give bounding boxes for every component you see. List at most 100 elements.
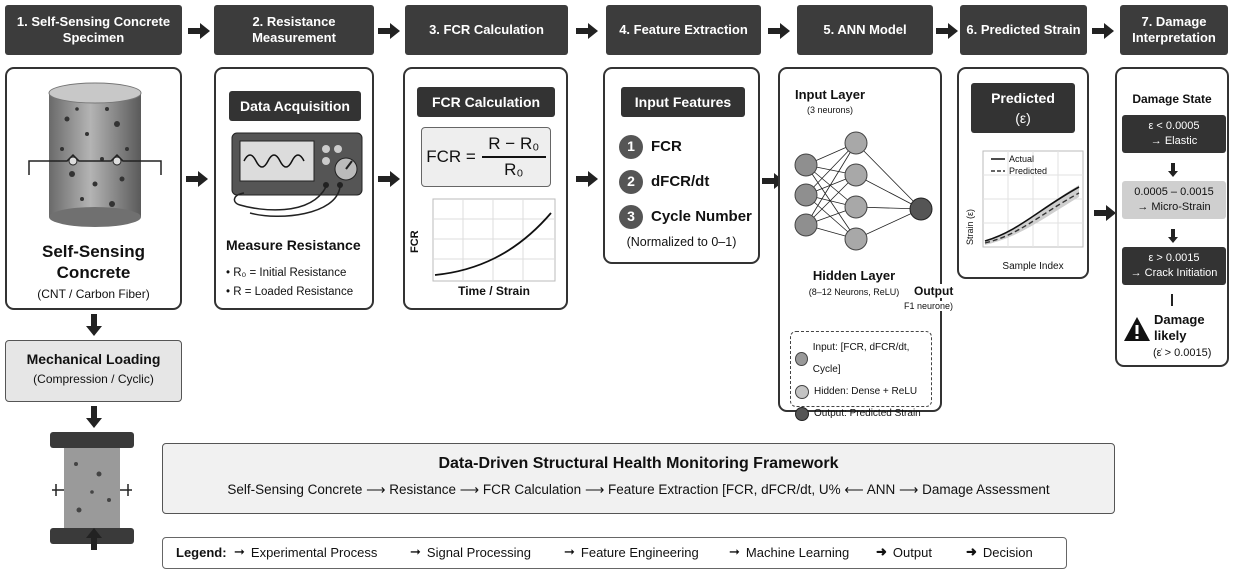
damage-state-crack: ε > 0.0015 → Crack Initiation — [1122, 247, 1226, 285]
arrow-down-icon — [86, 314, 102, 336]
fcr-chart-xlabel: Time / Strain — [458, 284, 530, 298]
legend-item-text: Feature Engineering — [580, 544, 699, 560]
connector-line — [1171, 294, 1173, 306]
ann-hidden-layer-sub: (8–12 Neurons, ReLU) — [808, 287, 900, 297]
arrow-right-icon — [768, 23, 790, 39]
arrow-right-icon: ➜ — [876, 544, 887, 559]
framework-box: Data-Driven Structural Health Monitoring… — [162, 443, 1115, 514]
compression-test-icon — [50, 432, 134, 544]
predicted-ylabel: Strain (ε) — [965, 208, 975, 245]
measure-resistance-heading: Measure Resistance — [226, 237, 361, 253]
predicted-strain-chart — [982, 150, 1084, 248]
damage-warning-condition: (ε̇ > 0.0015) — [1153, 347, 1212, 359]
step-7-header: 7. Damage Interpretation — [1120, 5, 1228, 55]
damage-state-elastic: ε < 0.0005 → Elastic — [1122, 115, 1226, 153]
fcr-formula-numerator: R − R₀ — [488, 134, 540, 154]
legend-item-decision: ➜ Decision — [966, 539, 1033, 565]
ann-legend-input: Input: [FCR, dFCR/dt, Cycle] — [795, 337, 927, 381]
legend-item-output: ➜ Output — [876, 539, 932, 565]
fcr-panel-title: FCR Calculation — [417, 87, 555, 117]
damage-state-micro: 0.0005 – 0.0015 → Micro-Strain — [1122, 181, 1226, 219]
legend-item-ml: ➞Machine Learning — [729, 539, 849, 565]
legend-predicted: Predicted — [1009, 166, 1048, 176]
concrete-cylinder-icon — [28, 82, 162, 227]
legend-item-text: Signal Processing — [426, 544, 531, 560]
feature-label: FCR — [651, 138, 682, 155]
arrow-down-icon — [86, 406, 102, 428]
ann-legend-box: Input: [FCR, dFCR/dt, Cycle] Hidden: Den… — [790, 331, 932, 421]
legend-item-text: Experimental Process — [250, 544, 378, 560]
predicted-title-line1: Predicted — [991, 90, 1055, 106]
fcr-formula-lhs: FCR = — [426, 147, 476, 166]
legend-item-text: Machine Learning — [745, 544, 850, 560]
loading-subtitle: (Compression / Cyclic) — [33, 372, 154, 386]
legend-item-text: Decision — [982, 544, 1033, 560]
legend-item-signal: ➞ Signal Processing — [410, 539, 531, 565]
damage-state-crack-cond: ε > 0.0015 — [1148, 252, 1200, 264]
warning-icon — [1124, 317, 1150, 341]
neural-network-diagram — [794, 131, 933, 251]
feature-label: Cycle Number — [651, 208, 752, 225]
resistance-item-loaded: • R = Loaded Resistance — [226, 286, 354, 298]
step-3-header: 3. FCR Calculation — [405, 5, 568, 55]
ann-input-layer-title: Input Layer — [794, 87, 866, 102]
input-features-title: Input Features — [621, 87, 745, 117]
fcr-formula-box: FCR = R − R₀ R₀ — [421, 127, 551, 187]
specimen-title-line2: Concrete — [56, 263, 131, 282]
arrow-right-icon — [188, 23, 210, 39]
arrow-right-icon: ➞ — [410, 544, 421, 559]
feature-label: dFCR/dt — [651, 173, 710, 190]
damage-state-elastic-label: → Elastic — [1150, 135, 1198, 147]
arrow-up-icon — [86, 528, 102, 550]
fcr-chart-ylabel: FCR — [409, 230, 421, 253]
resistance-item-initial: • R₀ = Initial Resistance — [226, 267, 347, 279]
predicted-panel: Predicted (ε) Actual Predicted Strain (ε… — [957, 67, 1089, 279]
ann-panel: Input Layer (3 neurons) Hidden Layer (8–… — [778, 67, 942, 421]
ann-legend-input-text: Input: [FCR, dFCR/dt, Cycle] — [812, 342, 910, 375]
predicted-title-line2: (ε) — [1015, 110, 1031, 126]
resistance-item-initial-text: R₀ = Initial Resistance — [233, 267, 347, 279]
arrow-right-icon: ➞ — [564, 544, 575, 559]
input-node-swatch — [795, 352, 808, 366]
specimen-title-line1: Self-Sensing — [42, 242, 145, 261]
number-badge: 2 — [619, 169, 643, 194]
arrow-right-icon — [186, 171, 208, 187]
arrow-right-icon — [936, 23, 958, 39]
legend-item-experimental: ➞ Experimental Process — [234, 539, 377, 565]
arrow-right-icon — [378, 23, 400, 39]
specimen-panel: Self-Sensing Concrete (CNT / Carbon Fibe… — [5, 67, 182, 310]
legend-label: Legend: — [176, 544, 227, 560]
loading-box: Mechanical Loading (Compression / Cyclic… — [5, 340, 182, 402]
damage-warning-line2: likely — [1154, 328, 1187, 343]
resistance-panel: Data Acquisition Measure Resistance • R₀… — [214, 67, 374, 310]
ann-legend-output-text: Output: Predicted Strain — [814, 408, 921, 419]
damage-state-elastic-cond: ε < 0.0005 — [1148, 120, 1200, 132]
legend-actual: Actual — [1009, 154, 1035, 164]
features-note: (Normalized to 0–1) — [626, 235, 737, 249]
number-badge: 1 — [619, 134, 643, 159]
arrow-down-icon — [1168, 229, 1178, 243]
arrow-right-icon — [576, 171, 598, 187]
ann-legend-hidden: Hidden: Dense + ReLU — [795, 381, 927, 403]
feature-item-dfcr: 2 dFCR/dt — [619, 164, 752, 199]
damage-state-micro-cond: 0.0005 – 0.0015 — [1134, 186, 1214, 198]
arrow-right-icon — [378, 171, 400, 187]
step-1-header: 1. Self-Sensing Concrete Specimen — [5, 5, 182, 55]
step-6-header: 6. Predicted Strain — [960, 5, 1087, 55]
damage-state-micro-label: → Micro-Strain — [1137, 201, 1211, 213]
legend-item-text: Output — [892, 544, 932, 560]
arrow-right-icon — [1094, 205, 1116, 221]
arrow-right-icon: ➞ — [234, 544, 245, 559]
arrow-right-icon: ➜ — [966, 544, 977, 559]
legend-box — [162, 537, 1067, 569]
ann-legend-output: Output: Predicted Strain — [795, 403, 927, 425]
framework-title: Data-Driven Structural Health Monitoring… — [438, 455, 839, 472]
resistance-item-loaded-text: R = Loaded Resistance — [233, 286, 354, 298]
fcr-curve-chart — [432, 198, 556, 282]
output-node-swatch — [795, 407, 809, 421]
damage-state-crack-label: → Crack Initiation — [1130, 267, 1218, 279]
ann-hidden-layer-title: Hidden Layer — [812, 268, 896, 283]
arrow-right-icon — [1092, 23, 1114, 39]
hidden-node-swatch — [795, 385, 809, 399]
